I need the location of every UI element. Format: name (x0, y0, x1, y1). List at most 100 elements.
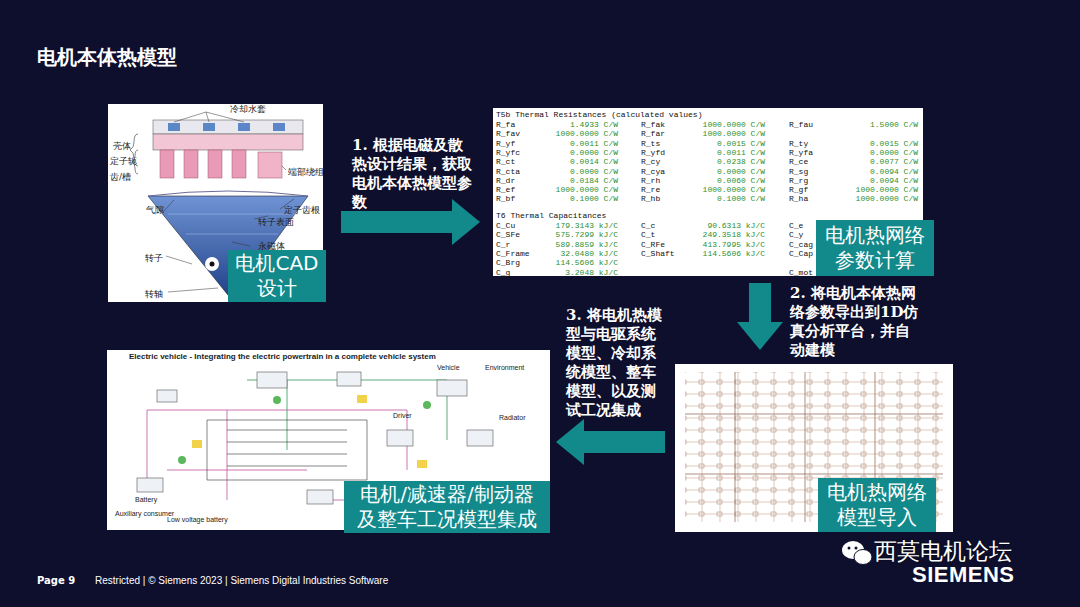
step-text: 1. 根据电磁及散热设计结果，获取电机本体热模型参数 (352, 136, 476, 212)
block-arrow (556, 419, 665, 465)
table-cell: 413.7995 kJ/C (703, 240, 765, 249)
label-box: 电机CAD 设计 (228, 250, 326, 302)
slide-title: 电机本体热模型 (37, 44, 177, 71)
table-cell: 179.3143 kJ/C (556, 221, 618, 230)
table-cell: 0.0094 C/W (870, 167, 918, 176)
table-cell: R_fa (496, 120, 515, 129)
table-cell: 32.0480 kJ/C (560, 249, 618, 258)
table-cell: R_cya (641, 167, 665, 176)
table-cell: R_fau (789, 120, 813, 129)
part-name: 冷却水套 (230, 103, 266, 116)
table-cell: 0.1000 C/W (717, 194, 765, 203)
part-name: 转子表面 (258, 216, 294, 229)
table-cell: 0.0011 C/W (717, 148, 765, 157)
table-cell: C_e (789, 221, 803, 230)
block-arrow (737, 283, 783, 350)
box-label: 电机/减速器/制动器 及整车工况模型集成 (350, 482, 544, 532)
table-cell: 0.0015 C/W (717, 139, 765, 148)
block-name: Driver (393, 412, 412, 419)
table-cell: C_t (641, 230, 655, 239)
step-text: 3. 将电机热模型与电驱系统模型、冷却系统模型、整车模型、以及测试工况集成 (566, 306, 668, 420)
table-cell: C_Brg (496, 258, 520, 267)
brand-logo: SIEMENS (912, 562, 1015, 588)
table-cell: 249.3518 kJ/C (703, 230, 765, 239)
table-cell: R_rg (789, 176, 808, 185)
table-heading: T6 Thermal Capacitances (496, 211, 606, 220)
block-name: Auxiliary consumer (115, 510, 174, 517)
table-cell: 114.5606 kJ/C (703, 249, 765, 258)
image-panel: 冷却水套壳体定子轭齿/槽端部绕组气隙转子表面定子齿根转子永磁体转轴电机CAD 设… (108, 104, 323, 302)
table-cell: C_Cu (496, 221, 515, 230)
table-cell: R_cy (641, 157, 660, 166)
table-cell: C_g (496, 268, 510, 277)
table-cell: 0.0238 C/W (717, 157, 765, 166)
part-name: 齿/槽 (110, 171, 131, 184)
table-cell: 0.1000 C/W (570, 194, 618, 203)
table-cell: 0.0060 C/W (717, 176, 765, 185)
label-box: 电机热网络 参数计算 (816, 220, 934, 276)
table-cell: R_yfd (641, 148, 665, 157)
table-cell: R_gf (789, 185, 808, 194)
part-name: 定子齿根 (284, 204, 320, 217)
thermal-network-illustration (675, 364, 953, 532)
table-cell: 3.2048 kJ/C (565, 268, 618, 277)
table-cell: R_dr (496, 176, 515, 185)
table-cell: R_ts (641, 139, 660, 148)
table-cell: 1000.0000 C/W (703, 129, 765, 138)
table-cell: 0.0000 C/W (570, 148, 618, 157)
table-cell: R_hb (641, 194, 660, 203)
table-cell: R_re (641, 185, 660, 194)
table-cell: R_ty (789, 139, 808, 148)
wechat-icon (842, 541, 872, 565)
image-panel: T5b Thermal Resistances (calculated valu… (493, 108, 923, 276)
table-cell: C_mot (789, 268, 813, 277)
table-cell: R_yfc (496, 148, 520, 157)
table-cell: R_sg (789, 167, 808, 176)
table-cell: 1.4933 C/W (570, 120, 618, 129)
table-cell: 0.0000 C/W (717, 167, 765, 176)
table-cell: 589.8859 kJ/C (556, 240, 618, 249)
table-cell: R_ef (496, 185, 515, 194)
table-cell: R_fak (641, 120, 665, 129)
table-cell: 1000.0000 C/W (703, 120, 765, 129)
table-cell: 0.0014 C/W (570, 157, 618, 166)
table-cell: C_Cap (789, 249, 813, 258)
table-cell: 575.7299 kJ/C (556, 230, 618, 239)
table-cell: C_SFe (496, 230, 520, 239)
block-name: Radiator (499, 414, 525, 421)
part-name: 壳体 (113, 140, 131, 153)
table-cell: C_Shaft (641, 249, 675, 258)
page-number: Page 9 (37, 575, 75, 586)
block-name: Low voltage battery (167, 516, 228, 523)
model-title: Electric vehicle - Integrating the elect… (129, 352, 436, 361)
table-cell: C_cag (789, 240, 813, 249)
table-cell: 1000.0000 C/W (856, 185, 918, 194)
table-cell: R_ha (789, 194, 808, 203)
image-panel: 电机热网络 模型导入 (675, 364, 953, 532)
part-name: 端部绕组 (288, 166, 324, 179)
table-cell: 0.0000 C/W (870, 148, 918, 157)
table-cell: 0.0011 C/W (570, 139, 618, 148)
table-cell: C_Frame (496, 249, 530, 258)
table-cell: 1000.0000 C/W (703, 185, 765, 194)
table-cell: R_bf (496, 194, 515, 203)
table-cell: R_far (641, 129, 665, 138)
cad-illustration (108, 104, 323, 302)
footer-note: Restricted | © Siemens 2023 | Siemens Di… (95, 575, 388, 586)
box-label: 电机热网络 模型导入 (824, 480, 930, 530)
table-cell: R_rh (641, 176, 660, 185)
table-cell: R_fav (496, 129, 520, 138)
table-cell: R_ct (496, 157, 515, 166)
block-name: Battery (135, 496, 157, 503)
table-cell: C_y (789, 230, 803, 239)
table-cell: 1000.0000 C/W (856, 194, 918, 203)
block-name: Vehicle (437, 364, 460, 371)
step-text: 2. 将电机本体热网络参数导出到1D仿真分析平台，并自动建模 (790, 284, 920, 360)
table-cell: 0.0000 C/W (570, 167, 618, 176)
part-name: 转轴 (145, 288, 163, 301)
table-cell: 0.0077 C/W (870, 157, 918, 166)
box-label: 电机CAD 设计 (234, 251, 320, 301)
part-name: 定子轭 (110, 155, 137, 168)
image-panel: Electric vehicle - Integrating the elect… (107, 350, 550, 530)
